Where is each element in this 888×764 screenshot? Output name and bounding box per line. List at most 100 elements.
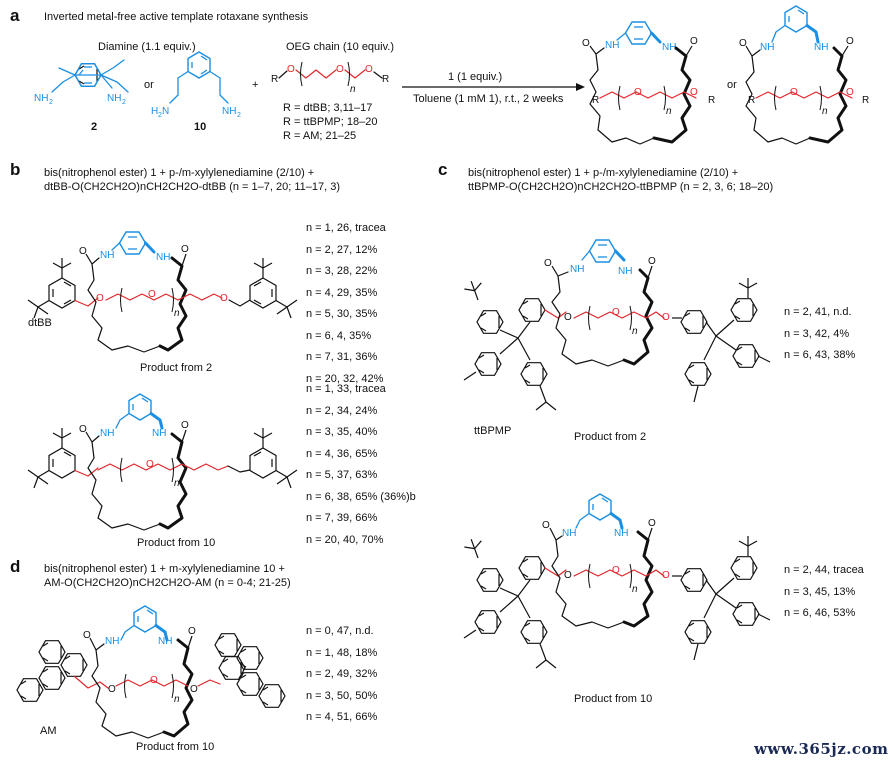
svg-text:2: 2 <box>237 112 241 119</box>
svg-text:NH: NH <box>107 93 121 104</box>
svg-text:NH: NH <box>100 250 114 261</box>
r-definition-2: R = ttBPMP; 18–20 <box>283 116 378 128</box>
yield-row: n = 2, 27, 12% <box>306 243 378 256</box>
svg-text:R: R <box>708 95 715 106</box>
yield-row: n = 6, 4, 35% <box>306 329 372 342</box>
yield-row: n = 3, 35, 40% <box>306 426 378 438</box>
svg-text:NH: NH <box>614 528 628 539</box>
panel-c-header-line1: bis(nitrophenol ester) 1 + p-/m-xylylene… <box>468 167 739 179</box>
svg-text:n: n <box>174 308 180 319</box>
ttbpmp-label: ttBPMP <box>474 425 512 437</box>
panel-b-caption-bottom: Product from 10 <box>137 537 216 549</box>
svg-text:NH: NH <box>618 266 632 277</box>
yield-row: n = 3, 28, 22% <box>306 265 378 277</box>
panel-label-d: d <box>10 557 21 576</box>
svg-text:n: n <box>632 584 638 595</box>
svg-text:O: O <box>790 87 798 98</box>
panel-label-b: b <box>10 160 21 179</box>
svg-text:O: O <box>648 518 656 529</box>
svg-text:R: R <box>862 95 869 106</box>
svg-text:n: n <box>174 478 180 489</box>
diamine-equiv-label: Diamine (1.1 equiv.) <box>98 41 196 53</box>
svg-text:O: O <box>582 38 590 49</box>
watermark: www.365jz.com <box>754 740 888 758</box>
svg-text:N: N <box>162 106 169 117</box>
svg-text:R: R <box>748 95 755 106</box>
yield-row: n = 6, 43, 38% <box>784 349 856 361</box>
yield-row: n = 6, 46, 53% <box>784 607 856 619</box>
rotaxane-am-from-10: O NH NH O O O n O <box>16 605 286 739</box>
rotaxane-dtbb-from-10: NH NH O O O n <box>27 393 298 531</box>
svg-text:NH: NH <box>662 42 676 53</box>
yield-row: n = 4, 36, 65% <box>306 447 378 460</box>
svg-text:NH: NH <box>814 42 828 53</box>
svg-text:n: n <box>666 106 672 117</box>
svg-text:O: O <box>188 626 196 637</box>
svg-text:O: O <box>79 424 87 435</box>
panel-b-yields-from-10: n = 1, 33, tracea n = 2, 34, 24% n = 3, … <box>306 379 416 551</box>
yield-row: n = 4, 51, 66% <box>306 711 378 723</box>
yield-row: n = 3, 45, 13% <box>784 585 856 598</box>
svg-text:O: O <box>181 244 189 255</box>
svg-text:O: O <box>662 570 670 581</box>
svg-text:O: O <box>336 64 344 75</box>
yield-row: n = 1, 33, tracea <box>306 383 386 395</box>
panel-a-title: Inverted metal-free active template rota… <box>44 11 309 23</box>
am-label: AM <box>40 725 57 737</box>
panel-c-caption-bottom: Product from 10 <box>574 693 653 705</box>
yield-row: n = 2, 34, 24% <box>306 404 378 417</box>
oeg-chain-structure: R O O O R n <box>271 61 389 95</box>
svg-text:O: O <box>220 293 228 304</box>
svg-text:O: O <box>190 684 198 695</box>
panel-b-header-line2: dtBB-O(CH2CH2O)nCH2CH2O-dtBB (n = 1–7, 2… <box>44 181 341 193</box>
svg-text:R: R <box>271 74 278 85</box>
yield-row: n = 6, 38, 65% (36%)b <box>306 490 416 503</box>
rotaxane-ttbpmp-from-10: O NH NH O O O n O <box>462 493 771 669</box>
rotaxane-ttbpmp-from-2: O NH NH O O O n O <box>462 239 771 411</box>
yield-row: n = 4, 29, 35% <box>306 286 378 299</box>
yield-row: n = 20, 32, 42% <box>306 372 384 385</box>
svg-text:R: R <box>382 74 389 85</box>
svg-text:O: O <box>150 675 158 686</box>
arrow-condition-label: Toluene (1 mM 1), r.t., 2 weeks <box>413 93 564 105</box>
panel-d-header-line1: bis(nitrophenol ester) 1 + m-xylylenedia… <box>44 563 285 575</box>
svg-text:NH: NH <box>222 106 236 117</box>
svg-text:O: O <box>564 570 572 581</box>
svg-text:O: O <box>846 36 854 47</box>
svg-text:NH: NH <box>570 264 584 275</box>
svg-text:O: O <box>365 64 373 75</box>
or-label-1: or <box>144 79 154 91</box>
svg-text:O: O <box>634 87 642 98</box>
compound-2-label: 2 <box>91 121 98 133</box>
yield-row: n = 2, 44, tracea <box>784 564 864 576</box>
svg-text:O: O <box>648 256 656 267</box>
svg-text:O: O <box>739 38 747 49</box>
yield-row: n = 0, 47, n.d. <box>306 625 374 637</box>
svg-text:O: O <box>146 459 154 470</box>
yield-row: n = 5, 30, 35% <box>306 308 378 320</box>
panel-c-yields-from-10: n = 2, 44, tracea n = 3, 45, 13% n = 6, … <box>784 560 864 625</box>
svg-text:2: 2 <box>122 99 126 106</box>
svg-text:O: O <box>79 246 87 257</box>
panel-d-header-line2: AM-O(CH2CH2O)nCH2CH2O-AM (n = 0-4; 21-25… <box>44 577 291 589</box>
arrow-reagent-label: 1 (1 equiv.) <box>448 71 503 83</box>
panel-label-c: c <box>438 160 448 179</box>
svg-text:NH: NH <box>562 528 576 539</box>
panel-b-yields-from-2: n = 1, 26, tracea n = 2, 27, 12% n = 3, … <box>306 218 386 390</box>
svg-text:n: n <box>350 84 356 95</box>
panel-b-caption-top: Product from 2 <box>140 362 213 374</box>
svg-text:NH: NH <box>605 40 619 51</box>
panel-c-yields-from-2: n = 2, 41, n.d. n = 3, 42, 4% n = 6, 43,… <box>784 302 855 367</box>
or-label-2: or <box>727 79 737 91</box>
svg-text:H: H <box>151 106 158 117</box>
reaction-arrow <box>402 83 585 91</box>
plus-sign: + <box>252 79 259 91</box>
yield-row: n = 7, 39, 66% <box>306 512 378 524</box>
panel-label-a: a <box>10 6 20 25</box>
panel-d-yields: n = 0, 47, n.d. n = 1, 48, 18% n = 2, 49… <box>306 621 377 729</box>
svg-text:O: O <box>612 565 620 576</box>
svg-text:NH: NH <box>152 428 166 439</box>
yield-row: n = 7, 31, 36% <box>306 351 378 363</box>
svg-text:O: O <box>544 258 552 269</box>
